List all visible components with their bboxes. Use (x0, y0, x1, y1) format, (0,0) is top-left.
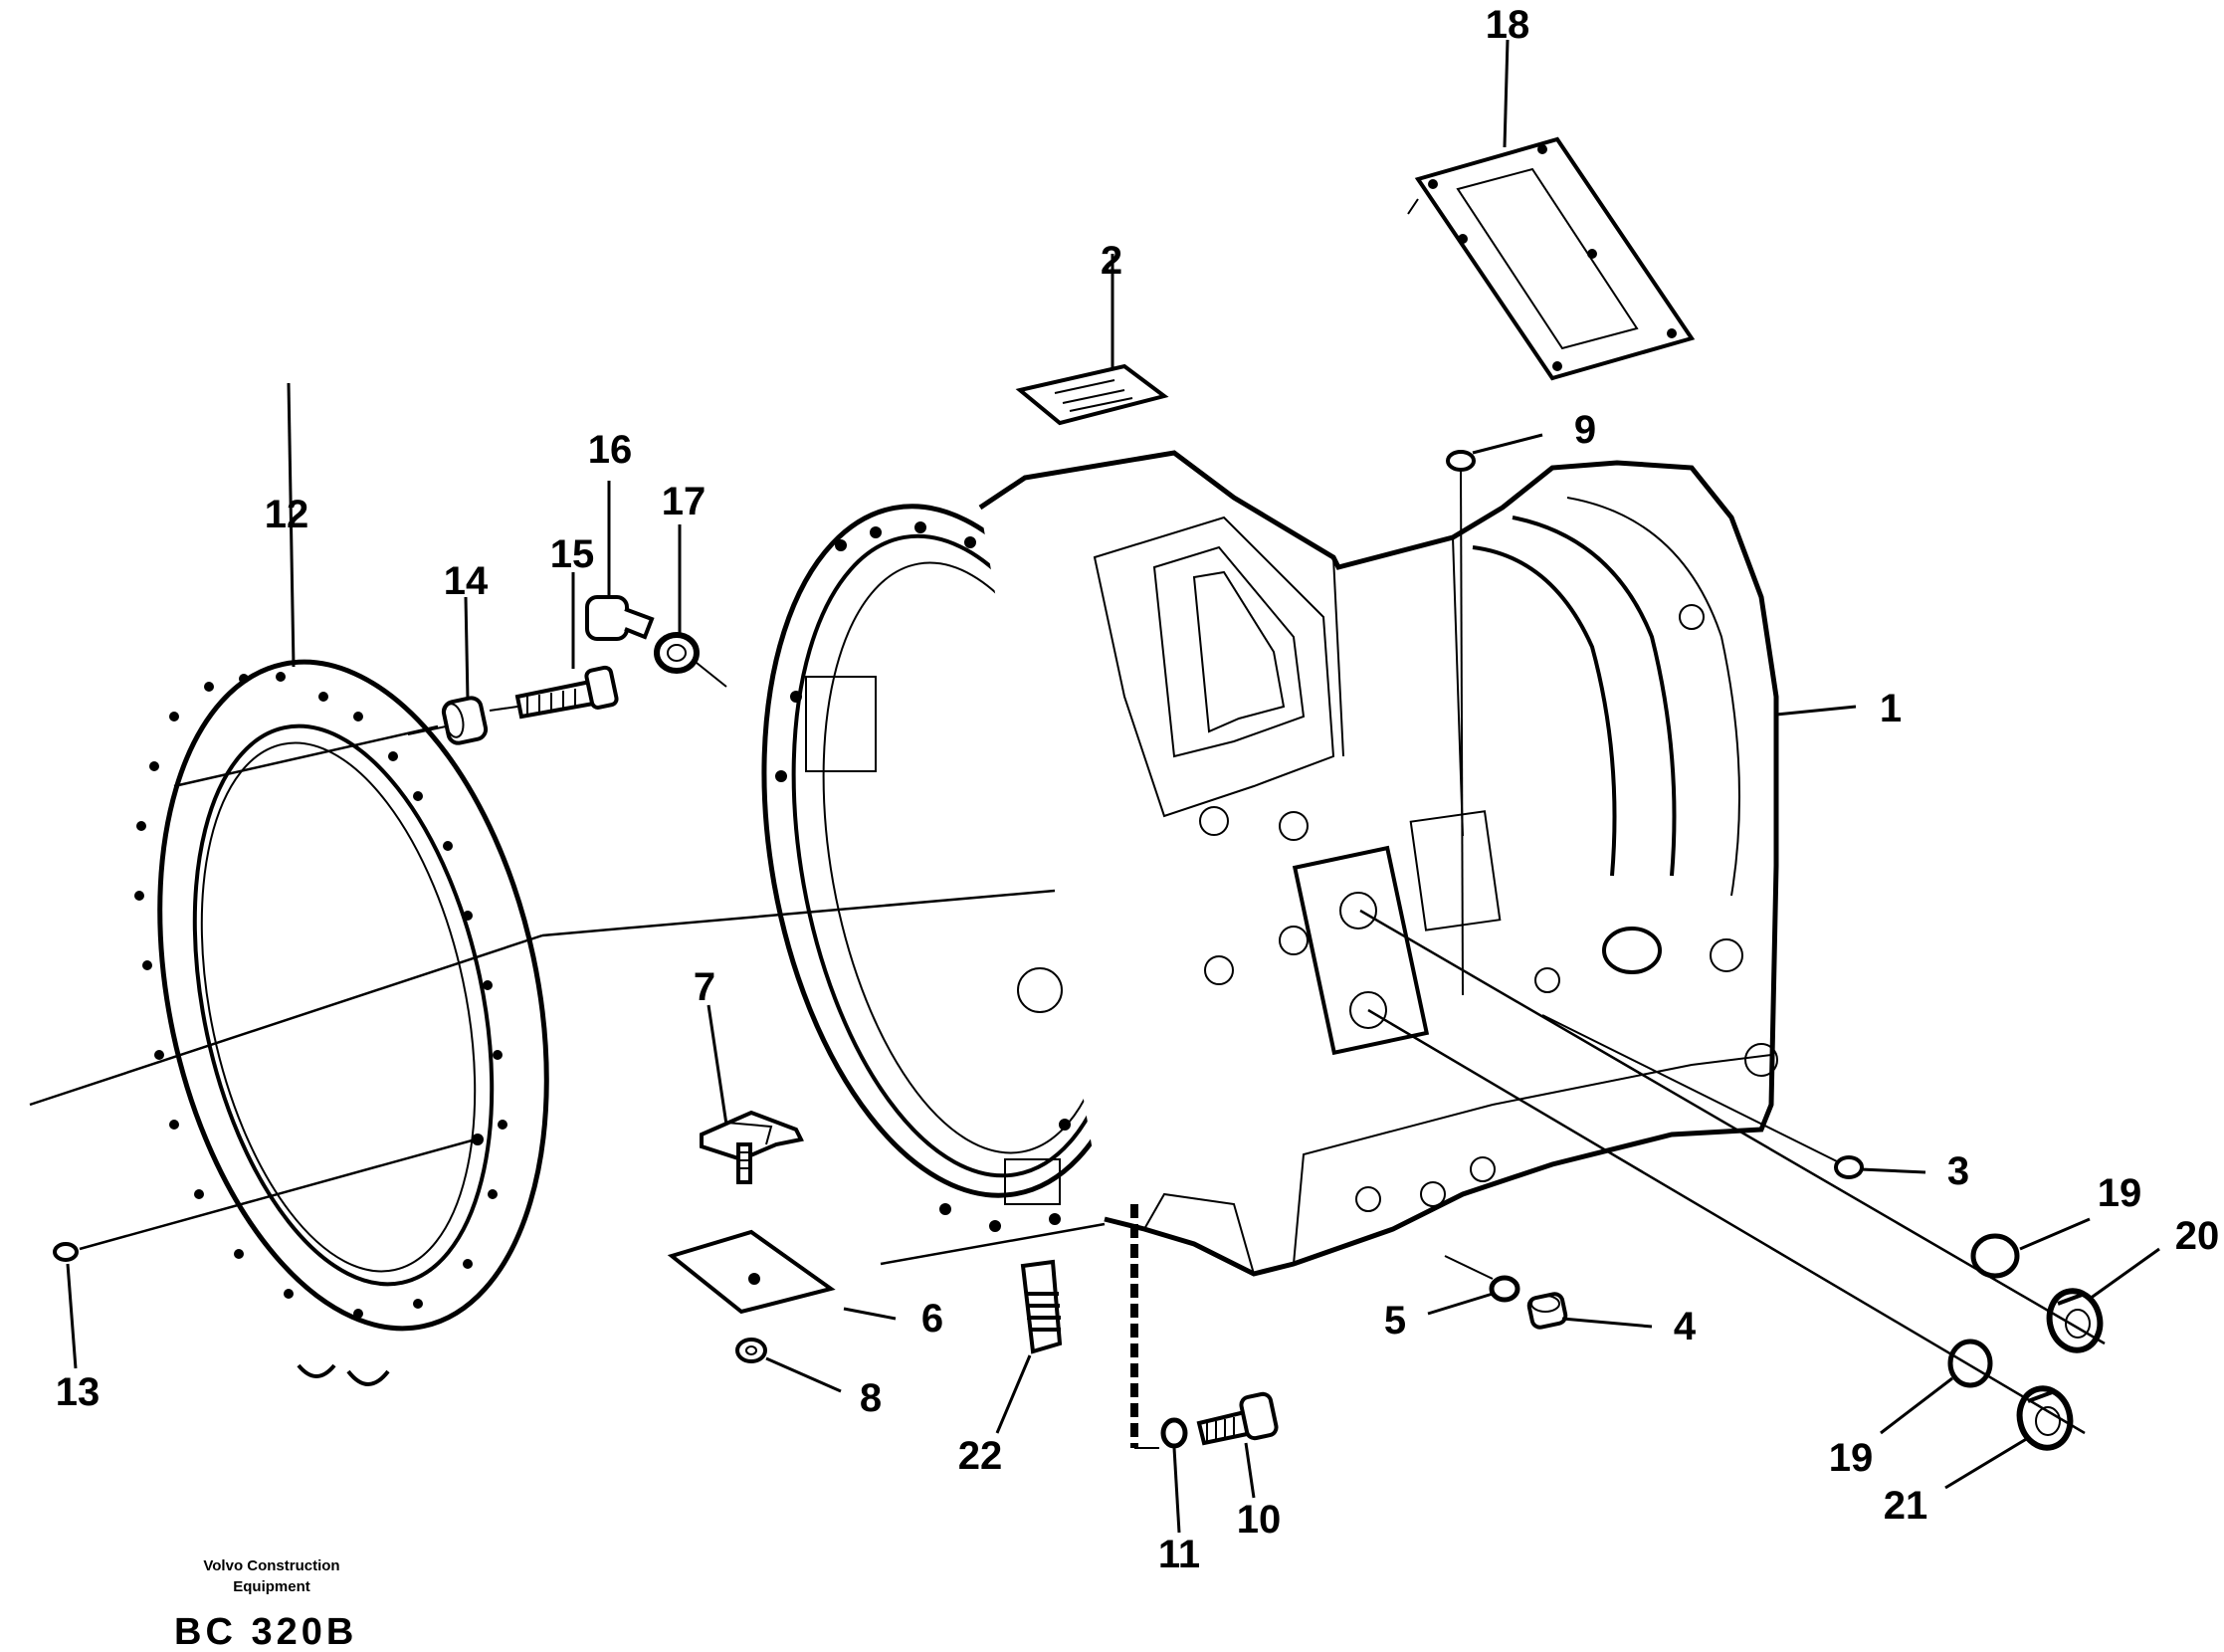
label-part-16: 16 (588, 428, 633, 472)
flange-part-20 (2046, 1288, 2104, 1353)
shim-plate-part-6 (667, 1229, 836, 1315)
label-part-18: 18 (1486, 3, 1530, 47)
label-part-8: 8 (860, 1376, 882, 1420)
label-part-11: 11 (1158, 1533, 1200, 1576)
o-ring-part-19-upper (1970, 1233, 2020, 1279)
plug-part-16 (585, 595, 655, 641)
label-part-17: 17 (662, 480, 707, 523)
part-number-labels: 18 2 9 16 17 12 15 14 1 7 3 19 20 6 5 4 … (56, 3, 2220, 1576)
seal-washer-part-17 (654, 632, 727, 688)
company-name-line2: Equipment (233, 1578, 310, 1595)
plug-part-9 (1446, 433, 1543, 996)
label-part-9: 9 (1574, 408, 1596, 452)
ring-gasket-part-12 (134, 659, 549, 1386)
label-part-20: 20 (2175, 1214, 2220, 1258)
bolt-part-10 (1196, 1391, 1279, 1446)
washer-part-5 (1444, 1255, 1520, 1303)
nut-part-8 (735, 1338, 767, 1363)
label-part-19-lower: 19 (1829, 1436, 1874, 1480)
company-name-line1: Volvo Construction (203, 1557, 339, 1574)
label-part-2: 2 (1101, 239, 1122, 283)
breather-part-22 (1020, 1259, 1063, 1354)
label-part-15: 15 (550, 532, 595, 576)
drawing-code: BC 320B (174, 1611, 357, 1652)
label-part-7: 7 (694, 965, 715, 1009)
label-part-5: 5 (1384, 1299, 1406, 1342)
bracket-part-7 (700, 1110, 804, 1184)
footer-block: Volvo Construction Equipment BC 320B (174, 1557, 357, 1652)
o-ring-part-19-lower (1947, 1339, 1993, 1388)
leader-lines (66, 39, 2160, 1534)
drain-plug-part-4 (1526, 1292, 1568, 1330)
label-part-21: 21 (1884, 1484, 1928, 1528)
dashed-axis-line (1130, 1204, 1159, 1449)
cover-plate-part-18 (1407, 136, 1696, 381)
name-plate-part-2 (1015, 363, 1169, 426)
pin-part-13 (53, 1136, 484, 1262)
label-part-4: 4 (1674, 1305, 1697, 1348)
label-part-6: 6 (921, 1297, 943, 1341)
label-part-13: 13 (56, 1370, 101, 1414)
label-part-22: 22 (958, 1434, 1003, 1478)
label-part-14: 14 (444, 559, 489, 603)
label-part-19-upper: 19 (2098, 1171, 2142, 1215)
plug-part-3 (1541, 1014, 1864, 1179)
washer-part-11 (1160, 1417, 1188, 1449)
label-part-1: 1 (1880, 687, 1902, 730)
label-part-3: 3 (1947, 1149, 1969, 1193)
bolt-part-15 (489, 665, 619, 720)
label-part-12: 12 (265, 493, 309, 536)
label-part-10: 10 (1237, 1498, 1282, 1542)
transmission-housing-part-1 (541, 450, 1779, 1277)
bushing-part-14 (407, 696, 489, 745)
